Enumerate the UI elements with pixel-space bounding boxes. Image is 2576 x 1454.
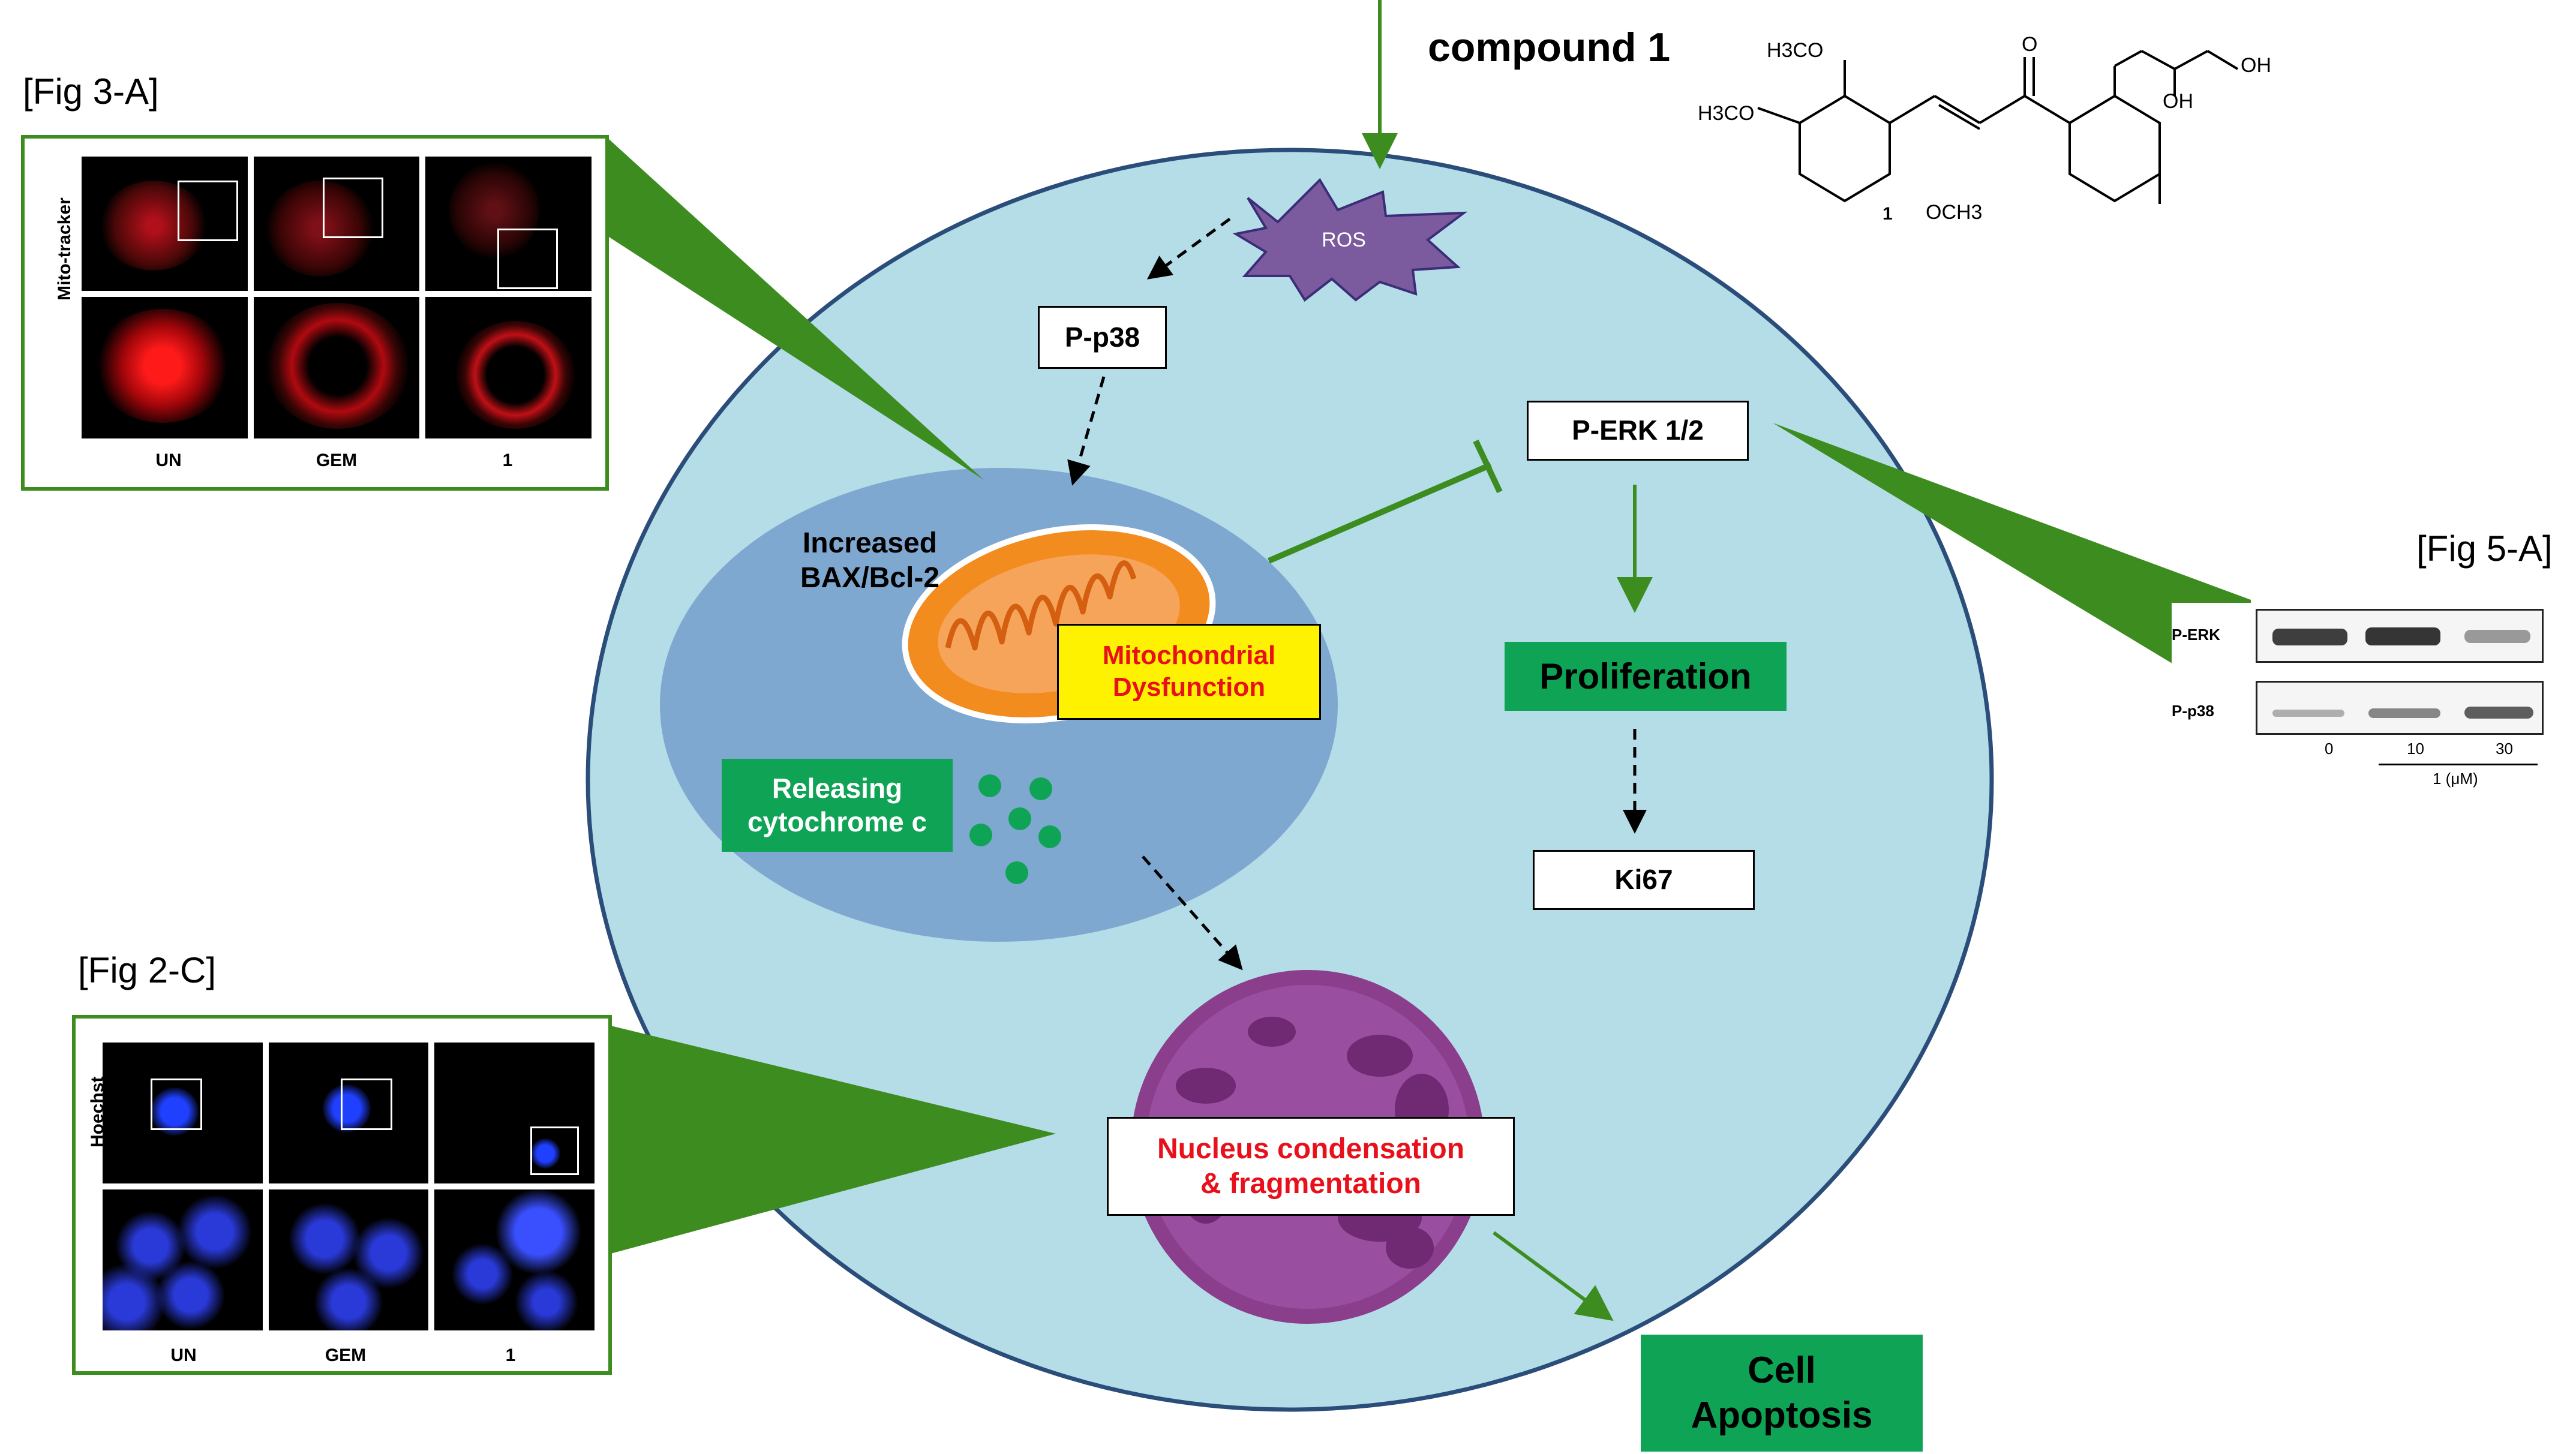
- fig2c-gem-bottom: [268, 1189, 429, 1330]
- fig3a-col-un: UN: [155, 450, 182, 470]
- callout-wedge-fig3a: [609, 139, 984, 480]
- fig3a-un-bottom: [82, 297, 248, 438]
- fig3a-1-top: [425, 157, 592, 292]
- fig5a-pp38-band-10: [2368, 708, 2440, 718]
- chem-group-o: O: [2022, 33, 2038, 56]
- fig3a-1-bottom: [425, 297, 592, 438]
- fig5a-lane-bracket: [2379, 764, 2538, 765]
- mito-dysfunction-box: Mitochondrial Dysfunction: [1057, 624, 1321, 720]
- fig5a-lane-0: 0: [2325, 740, 2334, 758]
- chem-structure-label: 1: [1883, 204, 1893, 224]
- fig5a-perk-band-30: [2464, 630, 2530, 643]
- ros-to-pp38-arrow: [1146, 217, 1231, 280]
- fig5a-row-perk: P-ERK: [2172, 626, 2220, 644]
- fig3a-side-label: Mito-tracker: [55, 197, 74, 301]
- ros-label: ROS: [1322, 228, 1366, 251]
- ki67-box: Ki67: [1533, 850, 1755, 910]
- mito-to-nucleus-arrow: [1142, 855, 1243, 971]
- fig2c-panel: Hoechst UN GEM: [72, 1015, 612, 1375]
- fig2c-gem-top: [268, 1043, 429, 1183]
- inhibition-line: [1268, 462, 1492, 564]
- perk-box: P-ERK 1/2: [1527, 401, 1749, 461]
- fig5a-label: [Fig 5-A]: [2416, 528, 2553, 569]
- fig3a-col-gem: GEM: [316, 450, 358, 470]
- fig3a-col-1: 1: [502, 450, 513, 470]
- callout-wedge-fig2c: [611, 1026, 1056, 1254]
- nucleus-to-apoptosis-arrow: [1493, 1231, 1614, 1321]
- fig2c-1-top: [434, 1043, 595, 1183]
- cell-apoptosis-box: Cell Apoptosis: [1641, 1335, 1923, 1452]
- fig2c-col-1: 1: [505, 1345, 516, 1365]
- fig2c-label: [Fig 2-C]: [78, 950, 217, 990]
- proliferation-box: Proliferation: [1505, 642, 1787, 711]
- fig5a-lane-10: 10: [2407, 740, 2424, 758]
- chem-group-och3: OCH3: [1926, 201, 1983, 224]
- fig5a-pp38-strip: [2256, 681, 2544, 735]
- fig5a-perk-strip: [2256, 609, 2544, 663]
- fig2c-un-top: [103, 1043, 263, 1183]
- fig5a-row-pp38: P-p38: [2172, 702, 2214, 720]
- chemical-structure: [1757, 50, 2239, 204]
- cytochrome-box: Releasing cytochrome c: [722, 759, 953, 852]
- fig3a-panel: Mito-tracker UN G: [21, 135, 609, 491]
- fig2c-1-bottom: [434, 1189, 595, 1330]
- fig5a-pp38-band-0: [2272, 710, 2344, 717]
- fig5a-perk-band-0: [2272, 629, 2347, 645]
- fig2c-col-gem: GEM: [325, 1345, 367, 1365]
- chem-group-h3co-left: H3CO: [1698, 102, 1755, 125]
- fig2c-grid: [103, 1043, 595, 1330]
- fig5a-lane-axis: 1 (μM): [2433, 770, 2478, 788]
- pp38-box: P-p38: [1038, 306, 1167, 369]
- bax-bcl2-label: Increased BAX/Bcl-2: [800, 527, 940, 594]
- callout-wedge-fig5a: [1773, 423, 2251, 711]
- chem-group-oh-2: OH: [2163, 90, 2193, 113]
- nucleus-condensation-box: Nucleus condensation & fragmentation: [1107, 1117, 1515, 1216]
- fig3a-gem-bottom: [253, 297, 420, 438]
- fig2c-col-un: UN: [170, 1345, 197, 1365]
- chem-group-oh-1: OH: [2241, 54, 2271, 77]
- fig5a-perk-band-10: [2365, 627, 2440, 645]
- fig5a-pp38-band-30: [2464, 707, 2533, 719]
- ros-burst: [1232, 178, 1468, 302]
- inhibition-bar: [1473, 439, 1503, 494]
- fig3a-grid: [82, 157, 592, 438]
- cytochrome-dots: [969, 774, 1061, 884]
- fig3a-gem-top: [253, 157, 420, 292]
- fig3a-un-top: [82, 157, 248, 292]
- fig3a-label: [Fig 3-A]: [23, 71, 159, 112]
- compound-title: compound 1: [1428, 25, 1671, 70]
- fig2c-un-bottom: [103, 1189, 263, 1330]
- chem-group-h3co-top: H3CO: [1767, 39, 1824, 62]
- fig5a-panel: P-ERK P-p38 0 10 30 1 (μM): [2172, 603, 2550, 801]
- fig5a-lane-30: 30: [2496, 740, 2513, 758]
